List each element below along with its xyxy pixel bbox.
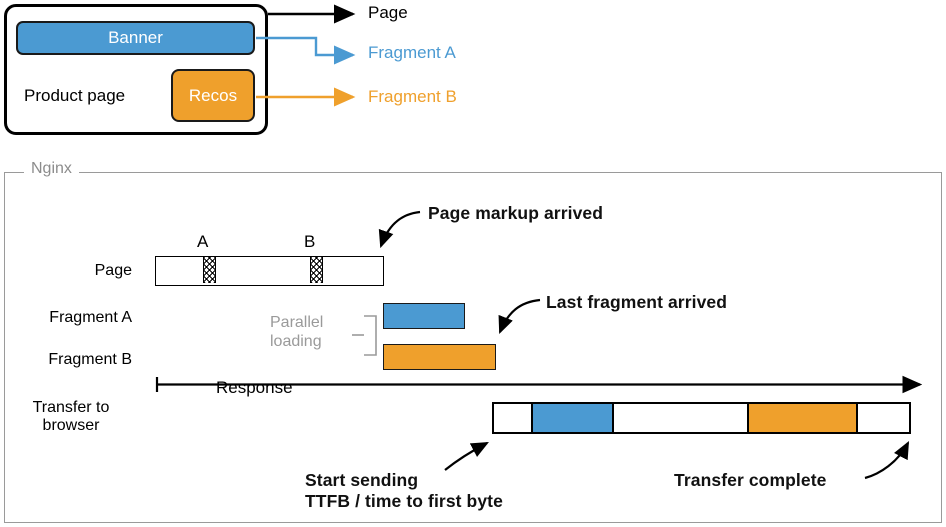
transfer-segment-fragment-b bbox=[747, 404, 858, 432]
fragment-a-bar bbox=[383, 303, 465, 329]
row-label-fragment-a: Fragment A bbox=[49, 309, 132, 326]
annotation-last-fragment-arrived: Last fragment arrived bbox=[546, 292, 728, 312]
tick-label-a: A bbox=[197, 232, 209, 251]
legend-label-fragment-a: Fragment A bbox=[368, 43, 456, 62]
page-timeline-bar bbox=[155, 256, 384, 286]
parallel-loading-line2: loading bbox=[270, 333, 322, 350]
nginx-panel bbox=[4, 172, 942, 523]
legend-label-page: Page bbox=[368, 3, 408, 22]
row-label-transfer-line1: Transfer to bbox=[32, 399, 110, 416]
transfer-to-browser-bar bbox=[492, 402, 911, 434]
row-label-fragment-b: Fragment B bbox=[48, 351, 132, 368]
banner-block: Banner bbox=[16, 21, 255, 55]
page-bar-placeholder-a bbox=[203, 257, 216, 283]
legend-label-fragment-b: Fragment B bbox=[368, 87, 457, 106]
tick-label-b: B bbox=[304, 232, 316, 251]
parallel-loading-line1: Parallel bbox=[270, 314, 324, 331]
parallel-loading-note: Parallel loading bbox=[270, 313, 370, 351]
fragment-b-bar bbox=[383, 344, 496, 370]
row-label-transfer-to-browser: Transfer to browser bbox=[10, 399, 132, 435]
connector-fragment-a bbox=[256, 36, 356, 65]
annotation-start-sending: Start sending TTFB / time to first byte bbox=[305, 470, 503, 512]
product-page-label: Product page bbox=[24, 86, 126, 105]
transfer-segment-fragment-a bbox=[531, 404, 614, 432]
annotation-start-sending-line2: TTFB / time to first byte bbox=[305, 491, 503, 511]
annotation-page-markup-arrived: Page markup arrived bbox=[428, 203, 604, 223]
row-label-transfer-line2: browser bbox=[42, 417, 100, 434]
response-span-label: Response bbox=[210, 378, 299, 398]
row-label-page: Page bbox=[94, 262, 132, 279]
page-bar-placeholder-b bbox=[310, 257, 323, 283]
recos-block: Recos bbox=[171, 69, 255, 122]
annotation-start-sending-line1: Start sending bbox=[305, 470, 419, 490]
annotation-transfer-complete: Transfer complete bbox=[674, 470, 827, 490]
nginx-panel-title: Nginx bbox=[24, 160, 79, 178]
